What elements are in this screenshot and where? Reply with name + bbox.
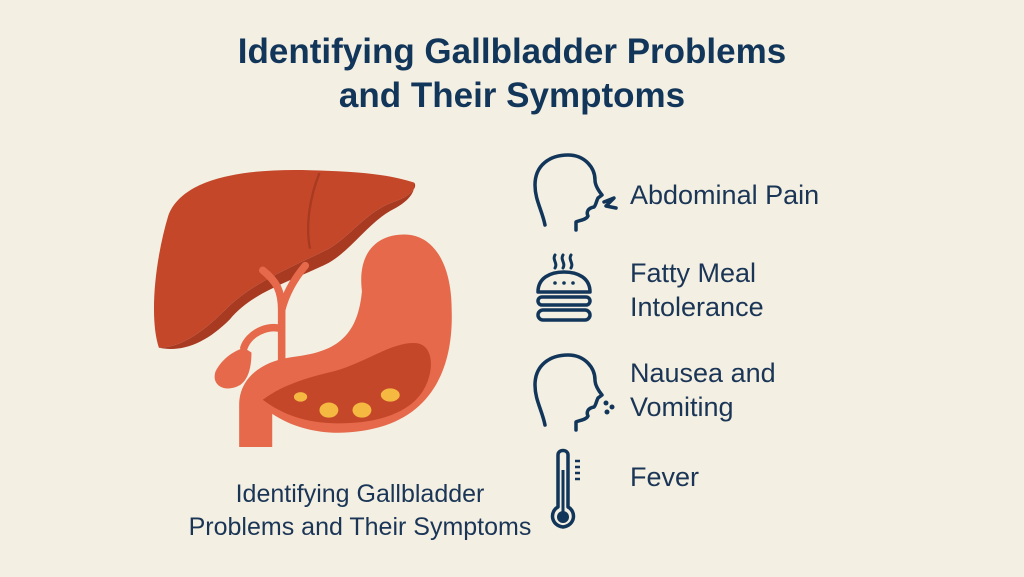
symptom-label: Fever (630, 462, 700, 492)
thermometer-icon (550, 448, 580, 529)
symptom-item-nausea-vomiting: Nausea and Vomiting (530, 350, 990, 440)
page-title: Identifying Gallbladder Problems and The… (0, 30, 1024, 118)
head-vomit-icon (533, 353, 615, 432)
symptom-item-abdominal-pain: Abdominal Pain (530, 150, 990, 240)
organ-illustration (140, 150, 480, 470)
symptom-item-fever: Fever (530, 445, 990, 535)
burger-steam-icon (536, 253, 592, 322)
title-line-2: and Their Symptoms (338, 76, 686, 115)
caption-line-1: Identifying Gallbladder (235, 480, 485, 508)
symptom-label: Fatty Meal Intolerance (630, 258, 764, 322)
symptom-label: Nausea and Vomiting (630, 358, 776, 422)
caption-line-2: Problems and Their Symptoms (188, 513, 532, 541)
caption: Identifying Gallbladder Problems and The… (130, 478, 590, 544)
symptom-label: Abdominal Pain (630, 180, 820, 210)
symptom-item-fatty-meal-intolerance: Fatty Meal Intolerance (530, 250, 990, 340)
liver-gallbladder-stomach-icon (153, 169, 452, 447)
head-pain-icon (533, 153, 618, 232)
title-line-1: Identifying Gallbladder Problems (237, 32, 787, 71)
